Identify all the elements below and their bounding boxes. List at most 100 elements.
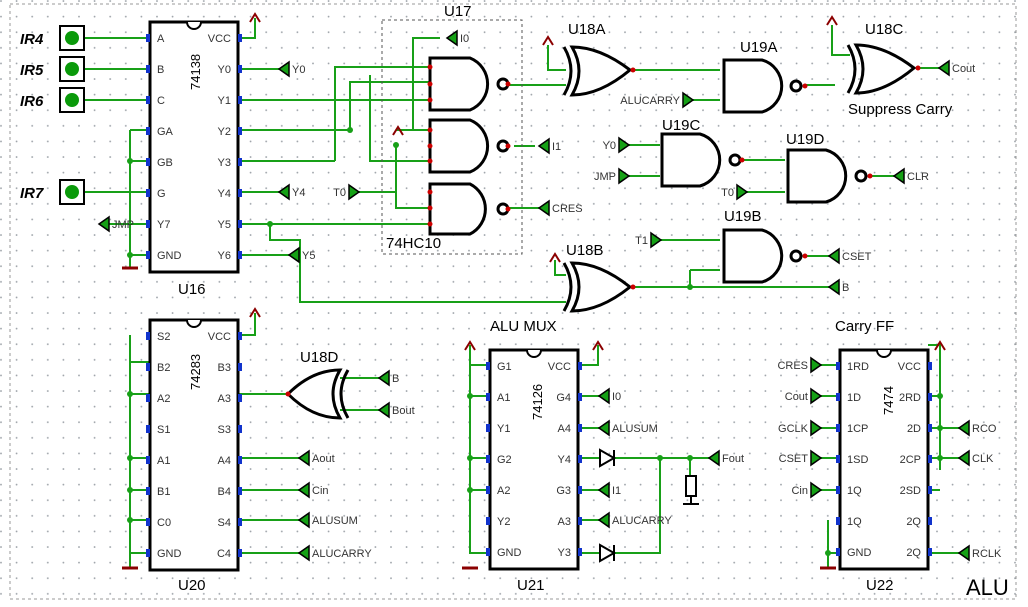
net-flag-cout[interactable] [810, 387, 823, 405]
u16-left-pin[interactable] [146, 158, 150, 166]
net-flag-y0[interactable] [277, 60, 290, 78]
u22-right-pin[interactable] [928, 548, 932, 556]
u21-left-pin[interactable] [486, 424, 490, 432]
u20-right-pin[interactable] [238, 456, 242, 464]
net-flag-y4[interactable] [277, 183, 290, 201]
u20-right-pin[interactable] [238, 487, 242, 495]
input-switch-ir4[interactable]: IR4 [20, 25, 85, 51]
u20-left-pin[interactable] [146, 394, 150, 402]
input-switch-ir6[interactable]: IR6 [20, 87, 85, 113]
u21-right-pin[interactable] [578, 455, 582, 463]
u16-left-pin[interactable] [146, 189, 150, 197]
net-flag-t0[interactable] [348, 183, 361, 201]
net-flag-bout[interactable] [377, 401, 390, 419]
u16-right-pin[interactable] [238, 189, 242, 197]
u21-right-pin[interactable] [578, 548, 582, 556]
u20-right-pin[interactable] [238, 332, 242, 340]
net-flag-aout[interactable] [297, 449, 310, 467]
u21-right-pin[interactable] [578, 517, 582, 525]
net-flag-i1[interactable] [537, 137, 550, 155]
net-flag-alu_sum[interactable] [597, 419, 610, 437]
u22-left-pin[interactable] [836, 362, 840, 370]
u22-right-pin[interactable] [928, 486, 932, 494]
net-flag-y5[interactable] [287, 246, 300, 264]
u20-left-pin[interactable] [146, 487, 150, 495]
u21-right-pin[interactable] [578, 486, 582, 494]
u16-left-pin[interactable] [146, 127, 150, 135]
net-flag-cres[interactable] [537, 199, 550, 217]
u20-left-pin[interactable] [146, 425, 150, 433]
u16-right-pin[interactable] [238, 96, 242, 104]
net-flag-cin[interactable] [297, 481, 310, 499]
u22-left-pin[interactable] [836, 455, 840, 463]
u22-left-pin[interactable] [836, 517, 840, 525]
net-flag-alu_carry[interactable] [597, 511, 610, 529]
net-flag-b[interactable] [827, 278, 840, 296]
u22-right-pin[interactable] [928, 517, 932, 525]
u22-right-pin[interactable] [928, 455, 932, 463]
u21-right-pin[interactable] [578, 393, 582, 401]
net-flag-alu_sum[interactable] [297, 511, 310, 529]
u21-left-pin[interactable] [486, 517, 490, 525]
u16-right-pin[interactable] [238, 220, 242, 228]
u16-left-pin[interactable] [146, 34, 150, 42]
u22-right-pin[interactable] [928, 393, 932, 401]
u16-left-pin[interactable] [146, 96, 150, 104]
u20-right-pin[interactable] [238, 425, 242, 433]
u20-left-pin[interactable] [146, 332, 150, 340]
net-flag-rclk[interactable] [957, 544, 970, 562]
u20-left-pin[interactable] [146, 518, 150, 526]
net-flag-cin[interactable] [810, 481, 823, 499]
u22-right-pin[interactable] [928, 362, 932, 370]
u21-right-pin[interactable] [578, 424, 582, 432]
net-flag-gclk[interactable] [810, 419, 823, 437]
u20-left-pin[interactable] [146, 549, 150, 557]
net-flag-clr[interactable] [892, 167, 905, 185]
net-flag-cout[interactable] [937, 59, 950, 77]
u16-left-pin[interactable] [146, 220, 150, 228]
u21-left-pin[interactable] [486, 548, 490, 556]
net-flag-cres[interactable] [810, 356, 823, 374]
u16-right-pin[interactable] [238, 34, 242, 42]
u16-right-pin[interactable] [238, 127, 242, 135]
net-flag-b[interactable] [377, 369, 390, 387]
u21-right-pin[interactable] [578, 362, 582, 370]
u20-right-pin[interactable] [238, 518, 242, 526]
u16-left-pin[interactable] [146, 251, 150, 259]
u21-left-pin[interactable] [486, 362, 490, 370]
net-flag-t1[interactable] [650, 231, 663, 249]
net-flag-y0[interactable] [618, 136, 631, 154]
net-flag-rco[interactable] [957, 419, 970, 437]
net-flag-clk[interactable] [957, 449, 970, 467]
u16-right-pin[interactable] [238, 65, 242, 73]
net-flag-cset[interactable] [827, 247, 840, 265]
u21-left-pin[interactable] [486, 393, 490, 401]
net-flag-i0[interactable] [597, 387, 610, 405]
u22-right-pin[interactable] [928, 424, 932, 432]
u21-left-pin[interactable] [486, 486, 490, 494]
net-flag-i1[interactable] [597, 481, 610, 499]
net-flag-alu_carry[interactable] [297, 544, 310, 562]
net-flag-alu_carry[interactable] [682, 91, 695, 109]
u22-left-pin[interactable] [836, 486, 840, 494]
u22-left-pin[interactable] [836, 424, 840, 432]
u20-right-pin[interactable] [238, 363, 242, 371]
u16-right-pin[interactable] [238, 251, 242, 259]
input-switch-ir7[interactable]: IR7 [20, 179, 85, 205]
net-flag-jmp[interactable] [97, 215, 110, 233]
u16-left-pin[interactable] [146, 65, 150, 73]
net-flag-t0[interactable] [736, 183, 749, 201]
u20-left-pin[interactable] [146, 363, 150, 371]
input-switch-ir5[interactable]: IR5 [20, 56, 85, 82]
u21-left-pin[interactable] [486, 455, 490, 463]
net-flag-fout[interactable] [707, 449, 720, 467]
u20-right-pin[interactable] [238, 394, 242, 402]
net-flag-cset[interactable] [810, 449, 823, 467]
u22-left-pin[interactable] [836, 393, 840, 401]
u22-left-pin[interactable] [836, 548, 840, 556]
net-flag-jmp[interactable] [618, 167, 631, 185]
